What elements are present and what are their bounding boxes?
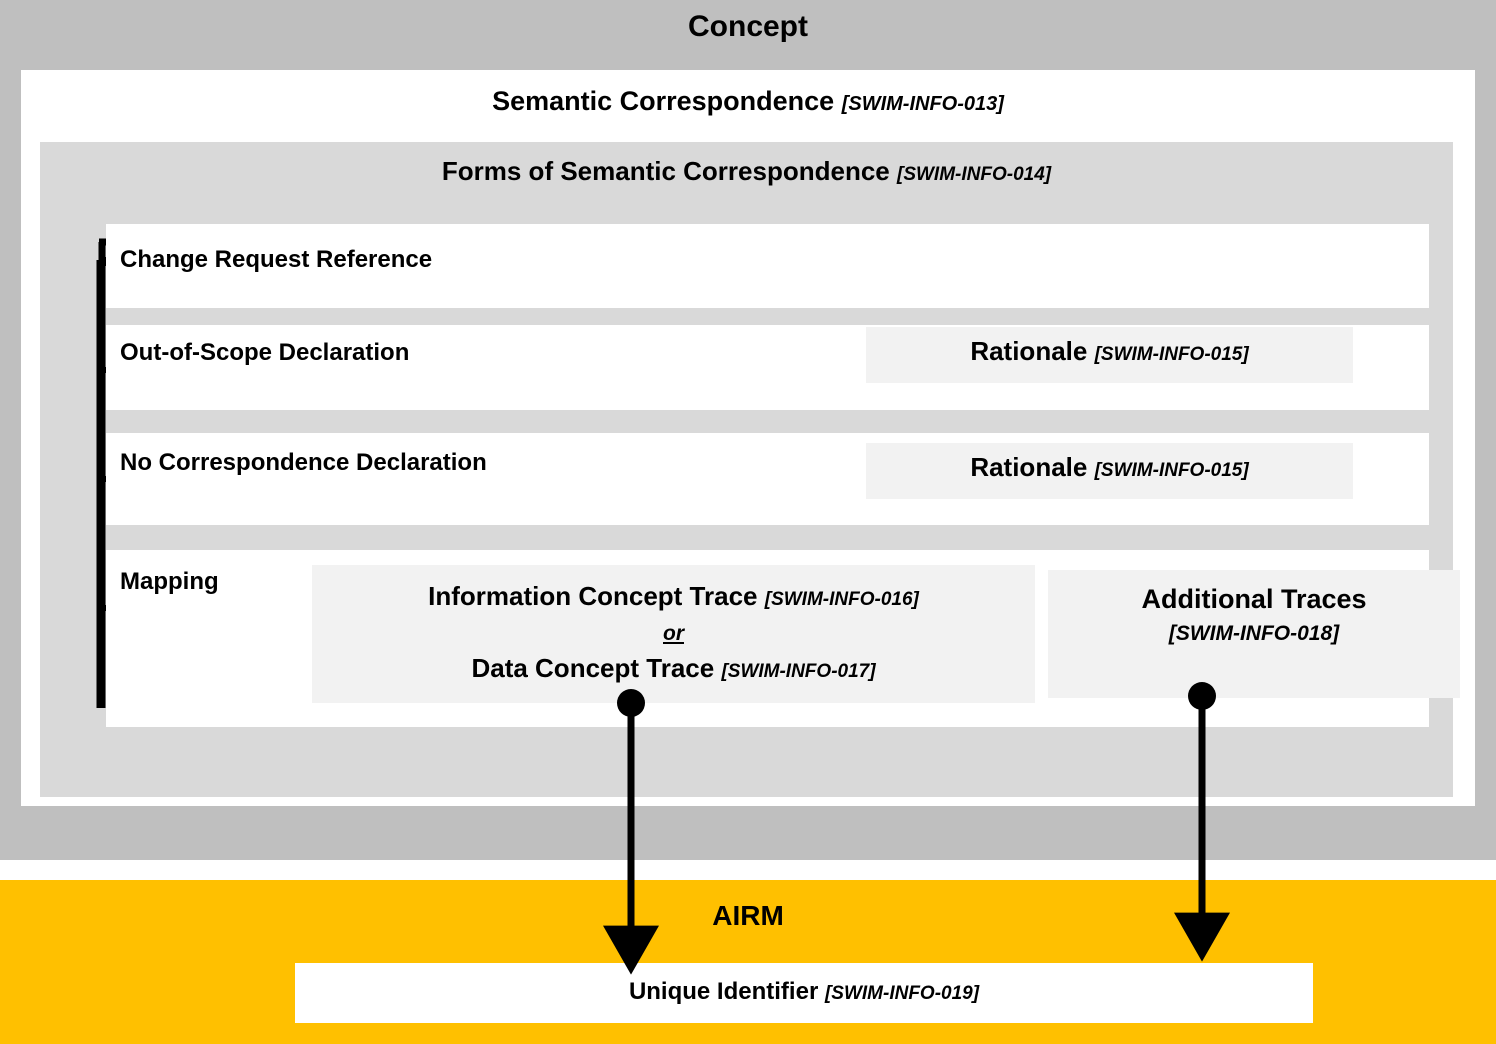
additional-traces-label: Additional Traces <box>1141 584 1367 614</box>
information-concept-trace-code: [SWIM-INFO-016] <box>764 589 919 610</box>
additional-traces-code: [SWIM-INFO-018] <box>1168 622 1340 645</box>
data-concept-trace-code: [SWIM-INFO-017] <box>721 661 876 682</box>
semantic-correspondence-title: Semantic Correspondence [SWIM-INFO-013] <box>21 86 1475 117</box>
form-row-mapping[interactable]: Mapping Information Concept Trace [SWIM-… <box>106 550 1460 727</box>
concept-layer-title: Concept <box>688 10 808 43</box>
rationale-label: Rationale <box>970 452 1088 482</box>
form-row-label: Out-of-Scope Declaration <box>120 339 410 366</box>
semantic-correspondence-box: Semantic Correspondence [SWIM-INFO-013] … <box>21 70 1475 806</box>
forms-of-semantic-correspondence-box: Forms of Semantic Correspondence [SWIM-I… <box>40 142 1460 797</box>
airm-layer: AIRM Unique Identifier [SWIM-INFO-019] <box>0 880 1496 1044</box>
unique-identifier-text: Unique Identifier [SWIM-INFO-019] <box>295 978 1313 1006</box>
rationale-code: [SWIM-INFO-015] <box>1094 460 1249 481</box>
trace-or-connector: or <box>663 622 684 645</box>
data-concept-trace-label: Data Concept Trace <box>471 653 715 683</box>
semantic-correspondence-label: Semantic Correspondence <box>492 86 835 116</box>
unique-identifier-label: Unique Identifier <box>628 978 819 1005</box>
concept-trace-box[interactable]: Information Concept Trace [SWIM-INFO-016… <box>312 565 1035 703</box>
form-row-change-request-reference[interactable]: Change Request Reference <box>106 224 1429 308</box>
rationale-code: [SWIM-INFO-015] <box>1094 344 1249 365</box>
rationale-box[interactable]: Rationale [SWIM-INFO-015] <box>866 327 1353 383</box>
additional-traces-box[interactable]: Additional Traces [SWIM-INFO-018] <box>1048 570 1460 698</box>
unique-identifier-code: [SWIM-INFO-019] <box>824 983 980 1004</box>
airm-layer-title: AIRM <box>712 900 784 931</box>
form-row-label: Mapping <box>120 568 219 595</box>
rationale-text: Rationale [SWIM-INFO-015] <box>866 452 1353 483</box>
information-concept-trace-line: Information Concept Trace [SWIM-INFO-016… <box>312 581 1035 612</box>
concept-layer: Concept Semantic Correspondence [SWIM-IN… <box>0 0 1496 860</box>
form-row-out-of-scope-declaration[interactable]: Out-of-Scope Declaration Rationale [SWIM… <box>106 325 1429 410</box>
forms-of-semantic-correspondence-title: Forms of Semantic Correspondence [SWIM-I… <box>40 156 1453 187</box>
form-row-label: No Correspondence Declaration <box>120 449 487 476</box>
rationale-box[interactable]: Rationale [SWIM-INFO-015] <box>866 443 1353 499</box>
semantic-correspondence-code: [SWIM-INFO-013] <box>841 93 1004 115</box>
forms-label: Forms of Semantic Correspondence <box>441 156 890 186</box>
form-row-label: Change Request Reference <box>120 246 433 273</box>
rationale-label: Rationale <box>970 336 1088 366</box>
form-row-no-correspondence-declaration[interactable]: No Correspondence Declaration Rationale … <box>106 433 1429 525</box>
unique-identifier-box[interactable]: Unique Identifier [SWIM-INFO-019] <box>295 963 1313 1023</box>
information-concept-trace-label: Information Concept Trace <box>428 581 758 611</box>
forms-code: [SWIM-INFO-014] <box>897 164 1052 185</box>
data-concept-trace-line: Data Concept Trace [SWIM-INFO-017] <box>312 653 1035 684</box>
rationale-text: Rationale [SWIM-INFO-015] <box>866 336 1353 367</box>
